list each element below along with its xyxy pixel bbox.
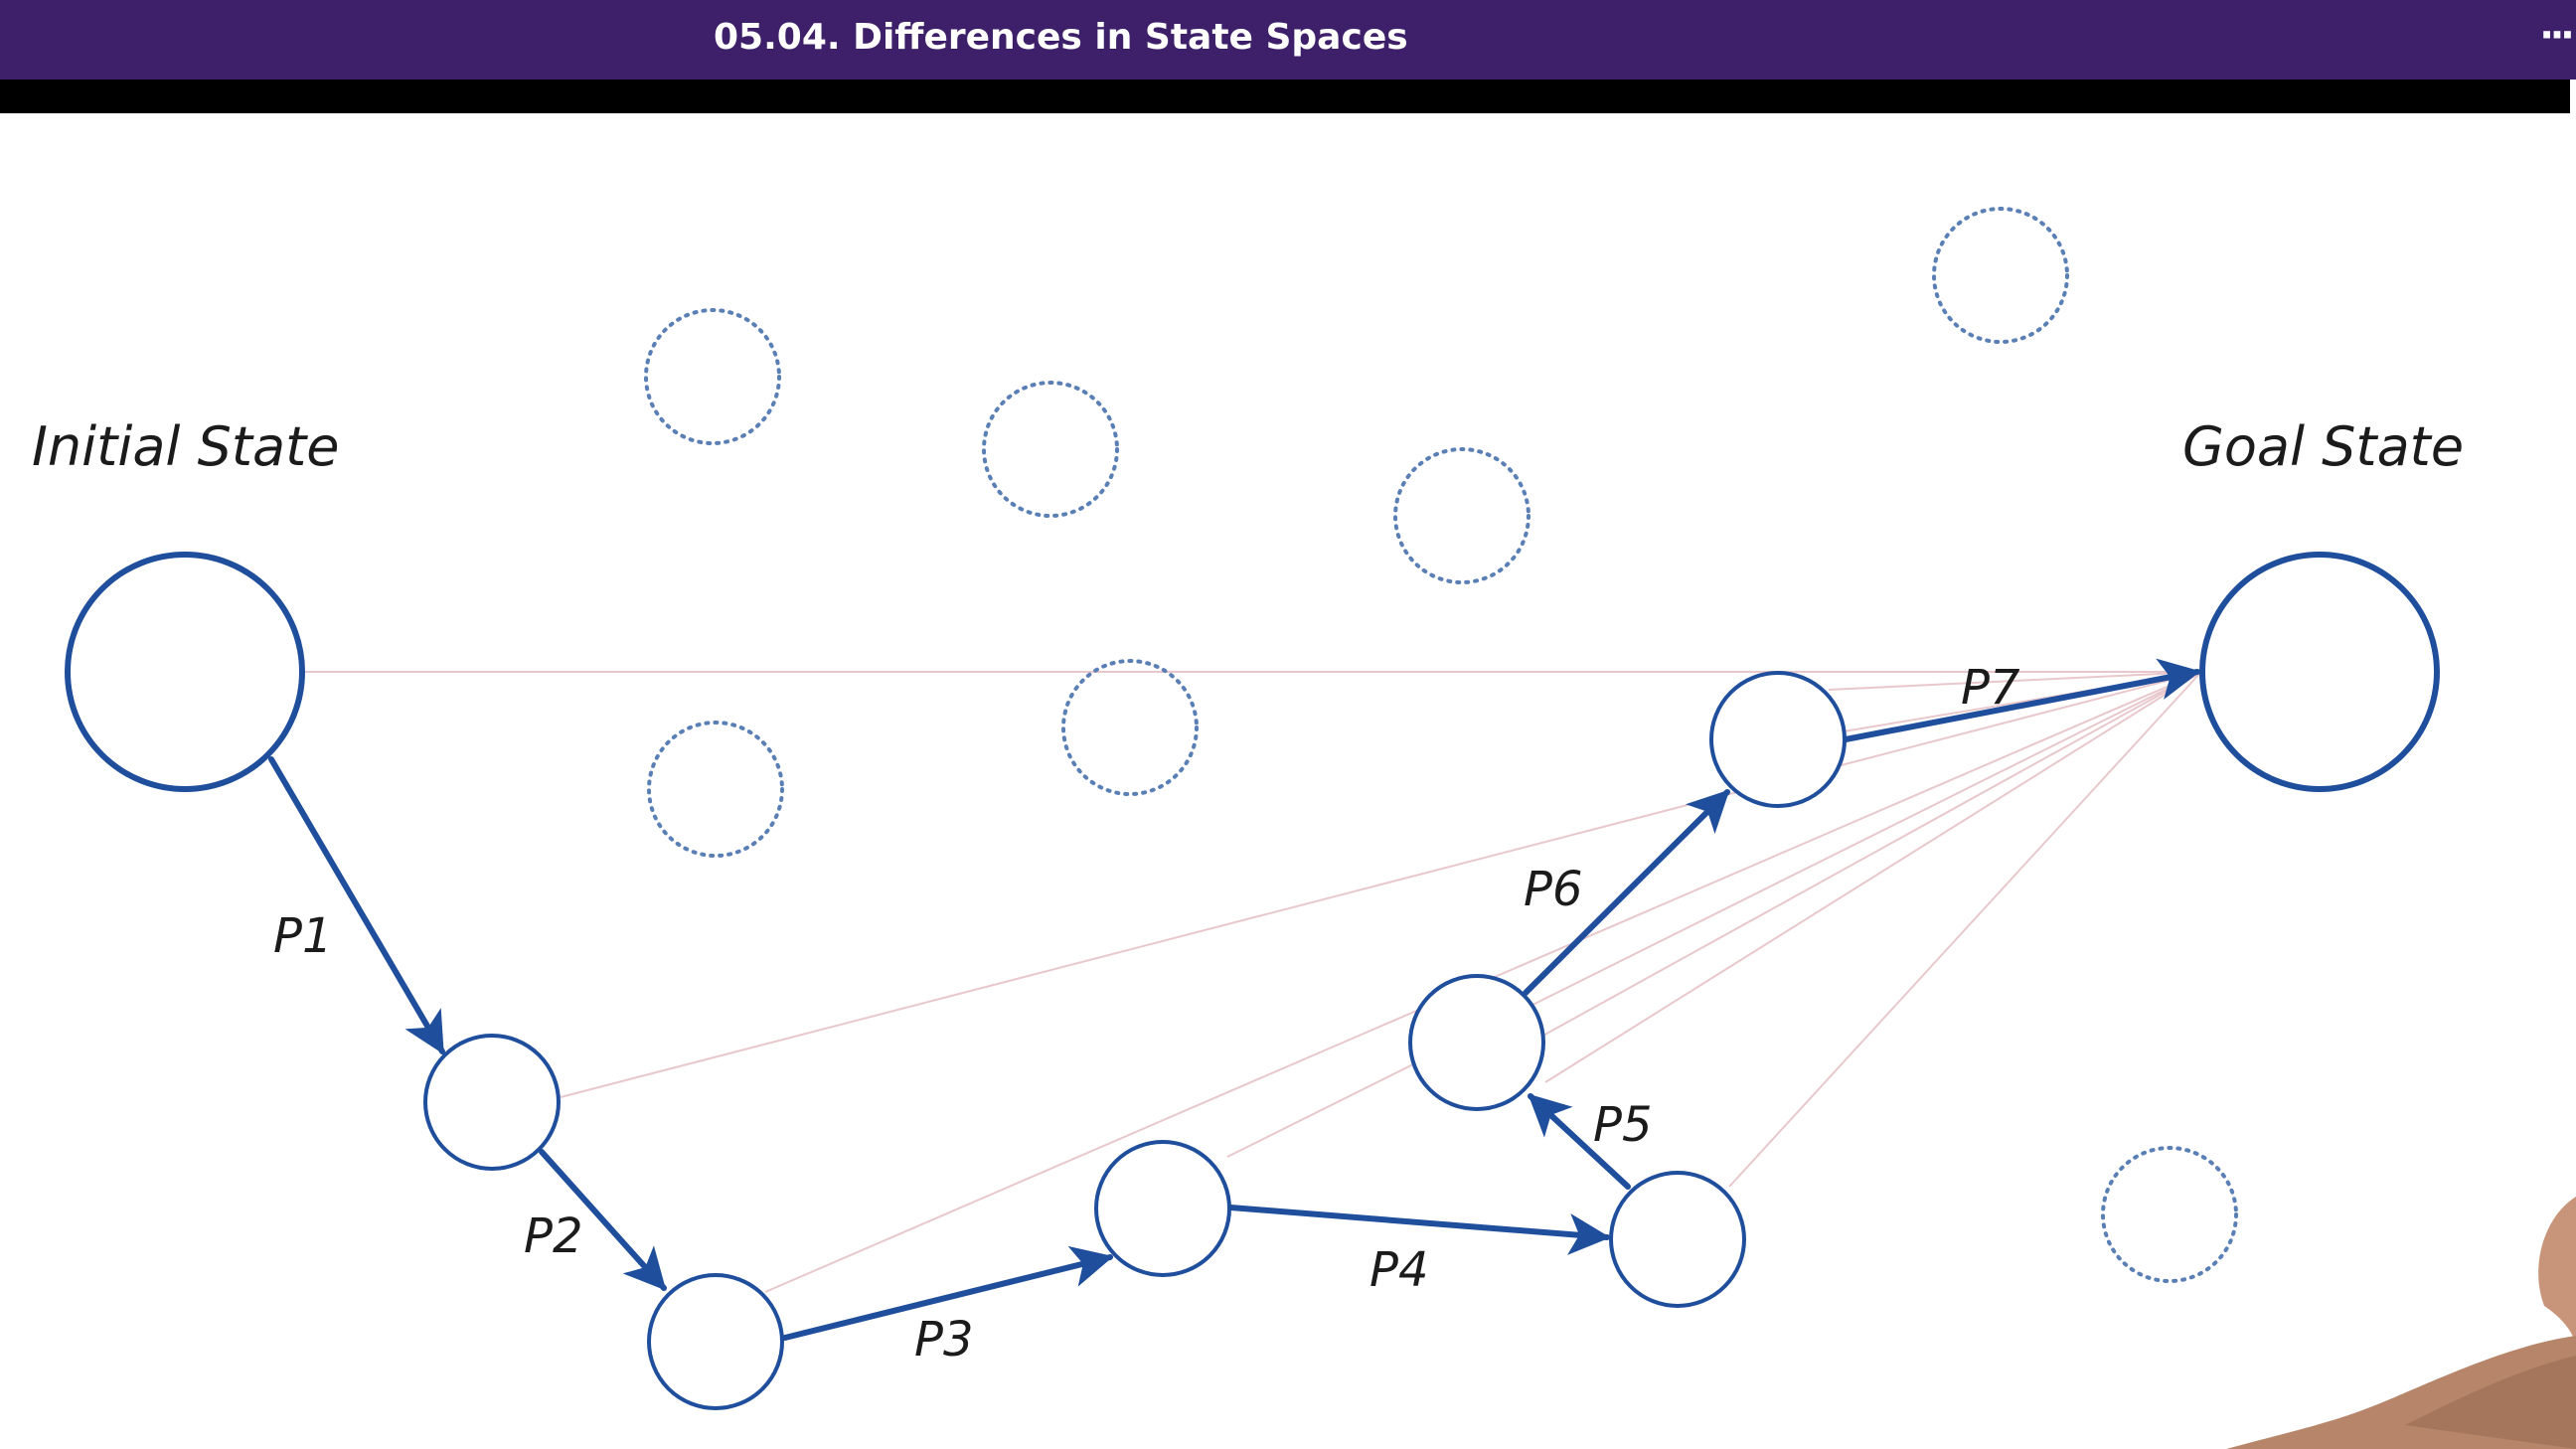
heuristic-line	[560, 671, 2202, 1098]
heuristic-line	[1828, 671, 2202, 691]
letterbox-bar	[0, 80, 2570, 113]
path-arrow-p3	[782, 1245, 1114, 1341]
path-label-p6: P6	[1524, 862, 1582, 917]
path-label-p2: P2	[524, 1208, 582, 1264]
initial-state-label: Initial State	[32, 415, 340, 478]
video-frame[interactable]: Initial State Goal State P1 P2 P3 P4 P5 …	[0, 113, 2576, 1449]
presenter-hand	[2226, 1197, 2576, 1449]
path-arrow-p6	[1523, 789, 1730, 996]
path-label-p5: P5	[1593, 1097, 1652, 1153]
state-node	[1709, 671, 1847, 808]
heuristic-line	[1530, 671, 2202, 1044]
path-arrow-p4	[1227, 1205, 1611, 1255]
heuristic-line	[1226, 671, 2202, 1158]
initial-state-node	[65, 552, 305, 792]
goal-state-node	[2199, 552, 2440, 792]
path-arrow-p7	[1843, 658, 2201, 742]
path-arrow-p5	[1528, 1093, 1631, 1190]
state-node	[647, 1273, 784, 1410]
heuristic-line	[1544, 671, 2202, 1083]
state-node	[423, 1034, 561, 1171]
unexplored-state	[647, 721, 784, 858]
path-label-p7: P7	[1961, 660, 2020, 716]
more-options-icon[interactable]: ···	[2539, 13, 2574, 57]
state-space-diagram: Initial State Goal State P1 P2 P3 P4 P5 …	[32, 207, 2576, 1449]
state-node	[1609, 1171, 1746, 1308]
unexplored-state	[2101, 1146, 2238, 1283]
state-node	[1408, 974, 1545, 1111]
path-arrow-p1	[268, 756, 445, 1055]
path-label-p3: P3	[914, 1312, 973, 1368]
unexplored-state	[1061, 659, 1199, 796]
heuristic-lines	[305, 671, 2202, 1293]
unexplored-states	[644, 207, 2238, 1283]
path-label-p1: P1	[273, 908, 332, 964]
goal-state-label: Goal State	[2182, 415, 2464, 478]
heuristic-line	[1728, 671, 2202, 1188]
path-arrow-p2	[539, 1149, 667, 1291]
path-arrows	[268, 658, 2201, 1341]
unexplored-state	[1393, 447, 1530, 584]
unexplored-state	[644, 308, 781, 445]
video-title: 05.04. Differences in State Spaces	[714, 17, 1408, 58]
path-states	[65, 552, 2440, 1410]
title-bar: 05.04. Differences in State Spaces ···	[0, 0, 2576, 80]
path-label-p4: P4	[1369, 1242, 1428, 1298]
unexplored-state	[1932, 207, 2069, 344]
state-node	[1094, 1140, 1231, 1277]
unexplored-state	[982, 381, 1119, 518]
